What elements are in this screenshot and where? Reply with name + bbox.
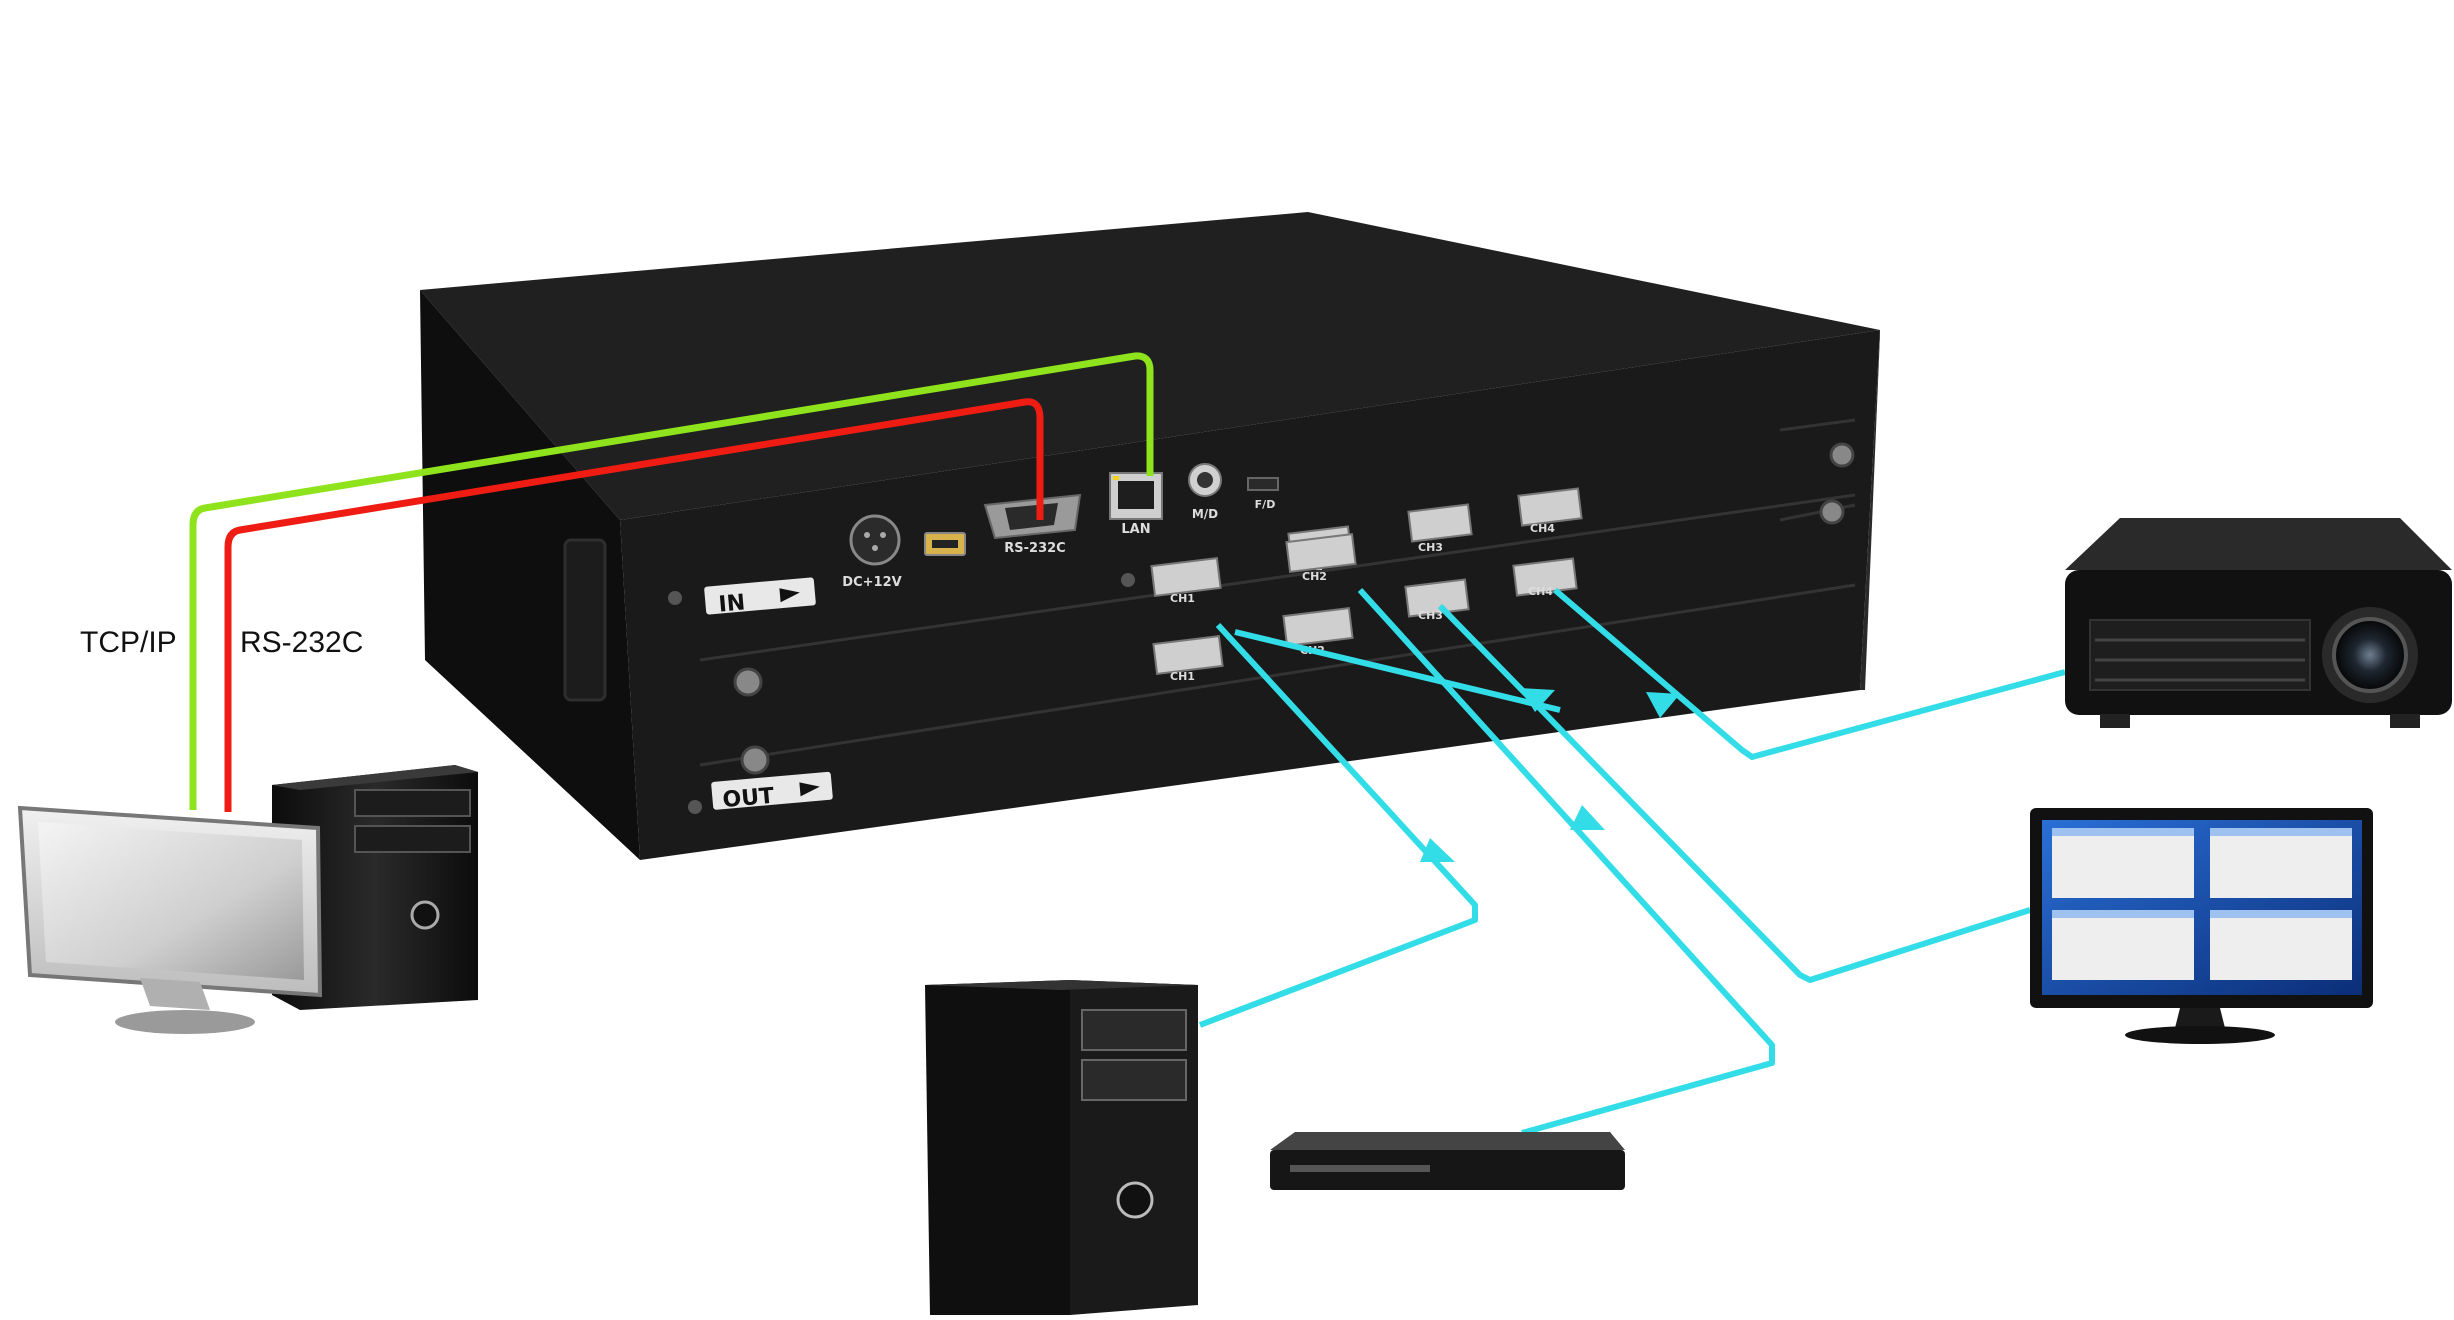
player-to-input-cable: [1357, 587, 1775, 1136]
fd-port: F/D: [1247, 477, 1279, 511]
projector-lens: [2332, 617, 2408, 693]
input-tag: IN: [704, 577, 816, 618]
control-pc-monitor: [17, 805, 323, 1034]
input-channel-label: CH1: [1170, 592, 1195, 605]
fd-port-label: F/D: [1255, 498, 1276, 511]
display-monitor: [2030, 808, 2373, 1044]
signal-arrows: [1420, 688, 1680, 862]
rs232c-port-label: RS-232C: [1004, 541, 1065, 556]
output-tag-label: OUT: [722, 784, 776, 813]
output-dvi-ports: CH1 CH2: [1152, 606, 1354, 683]
tcpip-cable: [189, 352, 1154, 810]
rs232c-port: RS-232C: [983, 493, 1082, 556]
input-channel-label: CH2: [1302, 570, 1327, 583]
input-tag-label: IN: [718, 590, 747, 617]
output-channel-label: CH1: [1170, 670, 1195, 683]
media-player: [1270, 1132, 1625, 1190]
lan-port: LAN: [1109, 472, 1163, 537]
source-pc-tower: [925, 980, 1198, 1315]
rs232c-cable: [224, 398, 1044, 812]
arrow-down: [1646, 692, 1680, 718]
panel-screws: [668, 442, 1855, 814]
arrow-down: [1520, 688, 1555, 712]
pc-to-input-cable: [1198, 622, 1478, 1028]
upper-channel-label: CH3: [1418, 541, 1443, 554]
control-pc-tower: [272, 765, 478, 1010]
tcpip-label: TCP/IP: [80, 626, 177, 659]
video-cables: [1198, 587, 2066, 1136]
usb-port: [924, 532, 966, 556]
arrow-up: [1570, 805, 1605, 830]
power-port-label: DC+12V: [842, 575, 901, 590]
power-port: DC+12V: [842, 514, 902, 590]
lan-port-label: LAN: [1121, 522, 1150, 537]
input-dvi-ports: CH1 CH2 CH3 CH4: [1150, 532, 1578, 622]
rs232c-label: RS-232C: [240, 626, 363, 659]
md-port: M/D: [1188, 463, 1222, 521]
upper-channel-label: CH4: [1530, 522, 1555, 535]
arrow-up: [1420, 838, 1455, 862]
monitor-windows: [2052, 828, 2352, 980]
output-ch1-cable: [1234, 629, 1561, 713]
input-channel-label: CH4: [1528, 585, 1553, 598]
output-to-projector-cable: [1553, 587, 2066, 760]
input-channel-label: CH3: [1418, 609, 1443, 622]
md-port-label: M/D: [1192, 507, 1218, 521]
projector: [2065, 518, 2452, 728]
output-to-monitor-cable: [1437, 603, 2031, 983]
output-tag: OUT: [711, 771, 833, 813]
